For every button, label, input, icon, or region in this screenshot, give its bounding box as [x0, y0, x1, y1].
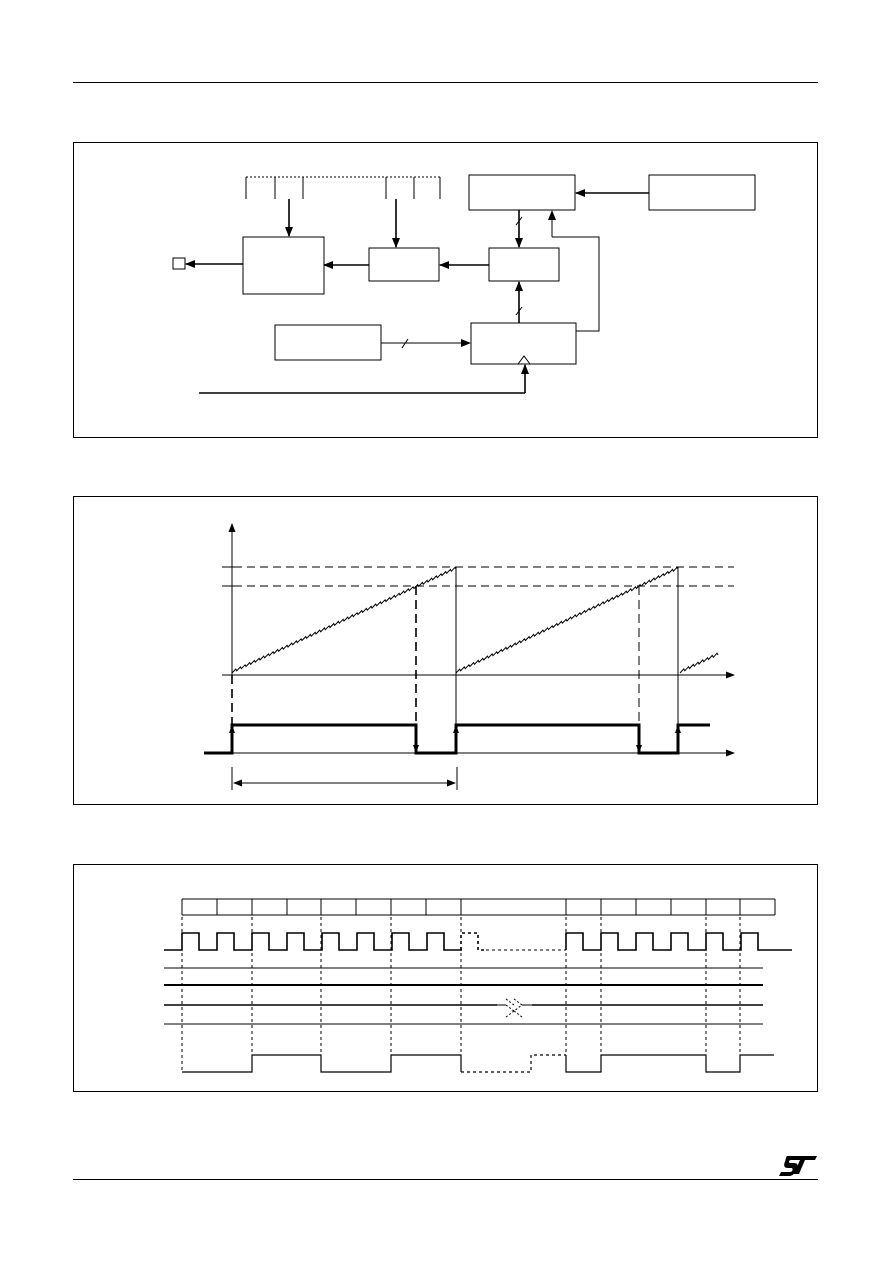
timing-diagram-panel [73, 864, 818, 1092]
prescaler-register-block [648, 174, 756, 211]
cycle-ruler [181, 898, 776, 916]
counter-ramp-1 [231, 566, 457, 674]
header-rule [73, 82, 818, 83]
edge-arrows [229, 725, 681, 753]
block-connections [185, 189, 649, 394]
compare-register-block [488, 247, 560, 282]
period-dimension [231, 767, 458, 790]
counter-waveform [204, 523, 735, 790]
clock-input-triangle [517, 355, 531, 365]
clock-waveform [164, 932, 792, 951]
timing-guides [181, 917, 741, 1072]
clock-gap [460, 932, 486, 951]
comparator-block [368, 247, 440, 282]
output-control-block [242, 236, 325, 295]
counter-ramps [231, 566, 719, 674]
pwm-output-waveform [204, 723, 735, 757]
counter-axes [222, 523, 735, 679]
pwm-output-pin [172, 257, 186, 270]
block-diagram-panel [73, 142, 818, 438]
duty-cycle-register-block [468, 174, 576, 211]
clock-segment-2 [565, 932, 792, 951]
reference-levels [234, 566, 734, 587]
counter-ramp-3 [679, 652, 719, 674]
footer-rule [73, 1179, 818, 1180]
output-waveform [182, 1054, 774, 1073]
timing-diagram [164, 898, 792, 1073]
counter-waveform-panel [73, 496, 818, 805]
clock-segment-1 [164, 932, 462, 951]
block-diagram [172, 174, 756, 394]
counter-feedback-line [552, 236, 600, 332]
signal-lines [164, 967, 763, 1025]
register-bits-bar [245, 176, 441, 199]
counter-block [470, 322, 577, 365]
counter-ramp-2 [455, 566, 679, 674]
period-markers [231, 567, 679, 747]
st-logo [779, 1156, 817, 1176]
counter-preset-block [274, 324, 382, 361]
